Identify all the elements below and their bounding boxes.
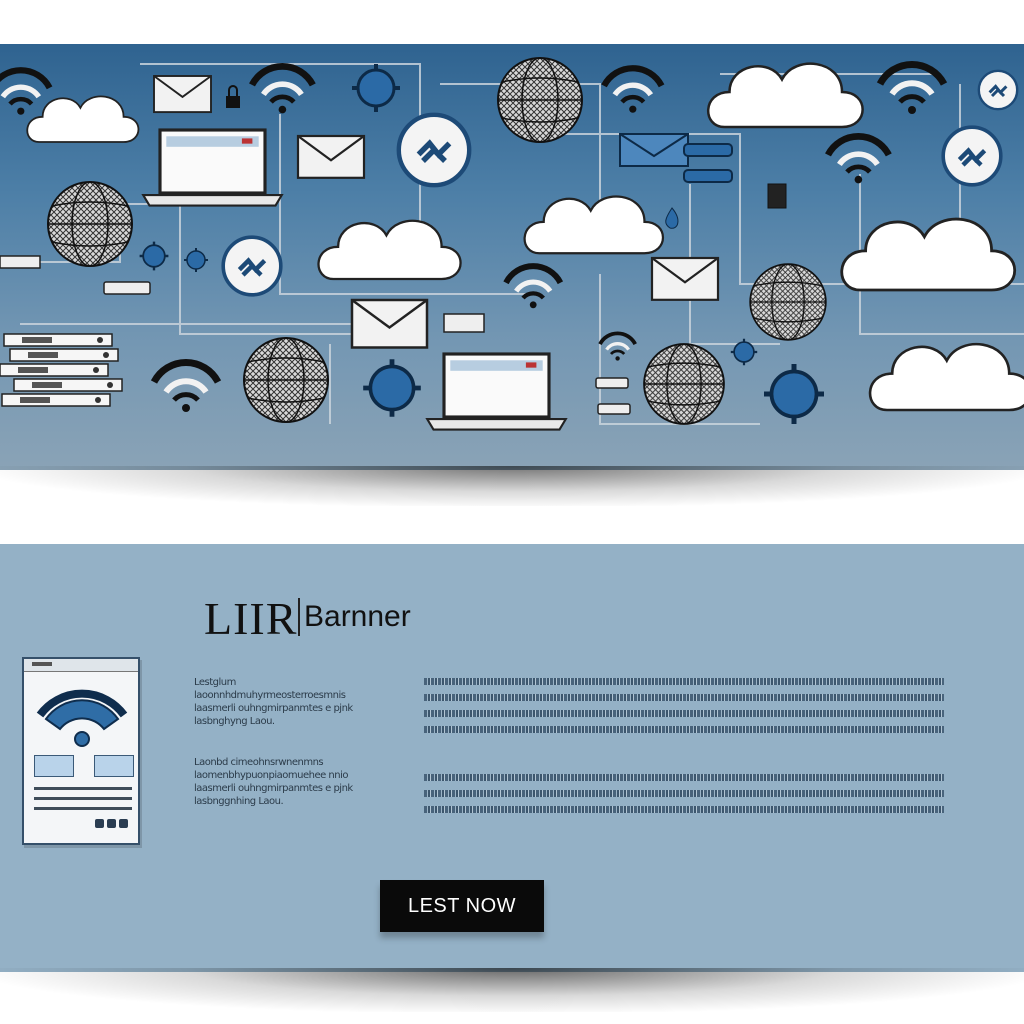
satellite-node-icon bbox=[363, 359, 421, 417]
wifi-icon bbox=[154, 362, 218, 412]
text-stripe bbox=[424, 806, 944, 813]
wifi-icon bbox=[828, 136, 889, 183]
device-text-line bbox=[34, 787, 132, 790]
network-illustration-banner bbox=[0, 44, 1024, 470]
device-text-line bbox=[34, 807, 132, 810]
network-illustration bbox=[0, 57, 1024, 432]
wifi-icon bbox=[252, 66, 313, 113]
text-stripe bbox=[424, 726, 944, 733]
laptop-icon bbox=[141, 128, 284, 208]
brand-logo-text: LIIR bbox=[204, 593, 298, 644]
device-dots bbox=[92, 815, 128, 833]
network-hub-icon bbox=[399, 115, 469, 185]
globe-icon bbox=[497, 57, 583, 143]
envelope-icon bbox=[650, 256, 720, 301]
laptop-icon bbox=[425, 352, 568, 432]
cloud-icon bbox=[523, 195, 665, 255]
brand-divider bbox=[298, 598, 300, 636]
cloud-icon bbox=[840, 217, 1017, 292]
device-text-line bbox=[34, 797, 132, 800]
text-stripe bbox=[424, 774, 944, 781]
text-stripe bbox=[424, 710, 944, 717]
device-topbar bbox=[24, 659, 138, 672]
device-card bbox=[34, 755, 74, 777]
wifi-icon bbox=[0, 70, 50, 115]
satellite-node-icon bbox=[183, 247, 209, 273]
network-hub-icon bbox=[223, 237, 281, 295]
envelope-icon bbox=[619, 133, 733, 183]
cloud-icon bbox=[317, 219, 462, 281]
text-stripe bbox=[424, 678, 944, 685]
wifi-icon bbox=[598, 331, 638, 363]
envelope-icon bbox=[153, 75, 212, 114]
satellite-node-icon bbox=[729, 337, 759, 367]
text-stripes-1 bbox=[424, 678, 944, 742]
envelope-icon bbox=[296, 134, 366, 179]
cloud-icon bbox=[26, 95, 140, 143]
banner-shadow bbox=[0, 466, 1024, 506]
wifi-icon bbox=[880, 64, 944, 114]
satellite-node-icon bbox=[138, 240, 170, 272]
device-card bbox=[94, 755, 134, 777]
promo-shadow bbox=[0, 968, 1024, 1012]
envelope-icon bbox=[350, 298, 429, 349]
satellite-node-icon bbox=[350, 62, 402, 114]
text-stripe bbox=[424, 790, 944, 797]
globe-icon bbox=[749, 263, 827, 341]
satellite-node-icon bbox=[764, 364, 824, 424]
device-mockup bbox=[22, 657, 140, 845]
network-hub-icon bbox=[943, 127, 1001, 185]
lock-icon bbox=[665, 183, 787, 229]
lock-icon bbox=[226, 85, 240, 108]
globe-icon bbox=[47, 181, 133, 267]
server-rack-icon bbox=[0, 333, 123, 407]
globe-icon bbox=[243, 337, 329, 423]
globe-icon bbox=[643, 343, 725, 425]
body-copy-1: Lestglum laoonnhdmuhyrmeosterroesmnis la… bbox=[194, 677, 353, 727]
banner-subtitle: Barnner bbox=[304, 600, 411, 633]
text-stripes-2 bbox=[424, 774, 944, 822]
cta-button[interactable]: LEST NOW bbox=[380, 880, 544, 932]
body-copy-2: Laonbd cimeohnsrwnenmns laomenbhypuonpia… bbox=[194, 757, 353, 807]
text-stripe bbox=[424, 694, 944, 701]
connector-icon bbox=[0, 255, 631, 415]
wifi-icon bbox=[36, 689, 128, 747]
cloud-icon bbox=[868, 342, 1024, 412]
wifi-icon bbox=[506, 266, 560, 308]
wifi-icon bbox=[604, 68, 662, 113]
network-hub-icon bbox=[977, 69, 1019, 111]
